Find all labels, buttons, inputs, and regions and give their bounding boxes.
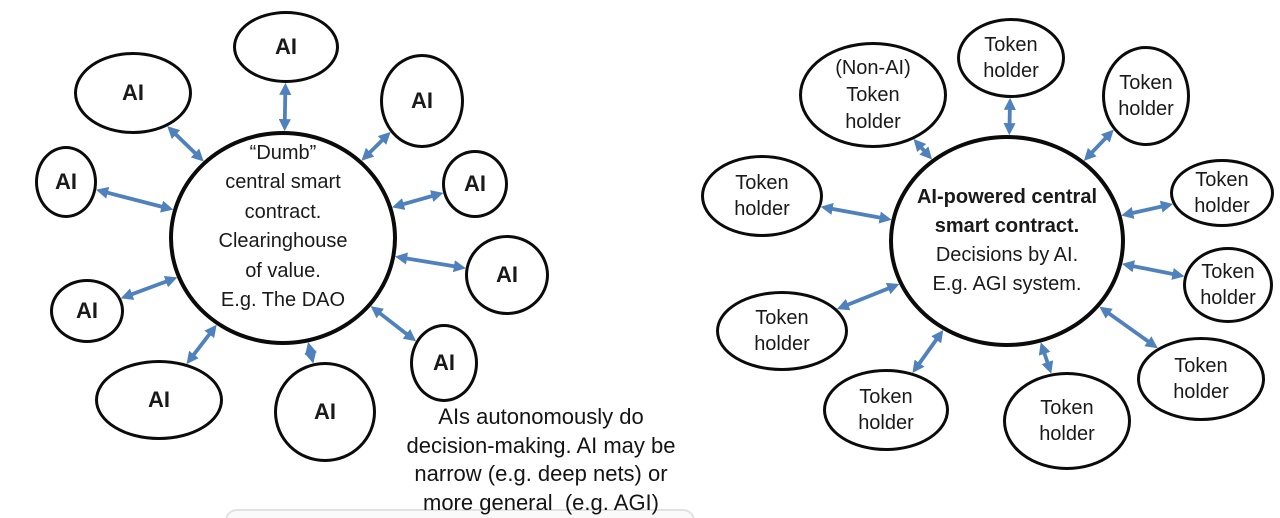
node-label-line: AI <box>464 171 486 196</box>
ai-node: AI <box>233 11 339 83</box>
double-arrow-connector <box>1038 342 1054 374</box>
node-label-line: Decisions by AI. <box>935 244 1079 266</box>
central-contract-node: “Dumb” central smart contract. Clearinghous… <box>169 131 397 345</box>
double-arrow-connector <box>1121 200 1174 219</box>
node-label-line: Token <box>1119 72 1173 94</box>
double-arrow-connector <box>370 306 417 342</box>
node-label-line: AI <box>496 262 518 287</box>
node-label-line: Token <box>755 307 809 329</box>
node-label-line: Token <box>1040 397 1094 419</box>
node-label-line: holder <box>1200 287 1256 309</box>
double-arrow-connector <box>395 252 466 273</box>
node-label-line: holder <box>983 60 1039 82</box>
node-label-line: E.g. AGI system. <box>932 273 1082 295</box>
double-arrow-connector <box>186 324 217 365</box>
central-contract-node: AI-powered central smart contract. Decisio… <box>889 135 1125 347</box>
node-label-line: holder <box>1118 98 1174 120</box>
token-holder-node: Token holder <box>1183 247 1273 323</box>
token-holder-node: Token holder <box>1102 46 1190 146</box>
node-label-line: Clearinghouse <box>218 230 348 252</box>
ai-node: AI <box>35 146 97 218</box>
node-label-line: AI <box>148 387 170 412</box>
caption-line: more general (e.g. AGI) <box>423 489 659 515</box>
non-ai-token-holder-node: (Non-AI) Token holder <box>799 42 947 148</box>
node-label-line: Token <box>735 172 789 194</box>
node-label-line: holder <box>754 333 810 355</box>
node-label-line: holder <box>1039 423 1095 445</box>
double-arrow-connector <box>120 275 178 300</box>
node-label-line: Token <box>859 386 913 408</box>
double-arrow-connector <box>836 282 900 311</box>
ai-node: AI <box>274 362 376 462</box>
ai-node: AI <box>410 324 478 402</box>
node-label-line: AI <box>314 399 336 424</box>
node-label-line: AI-powered central <box>916 186 1098 208</box>
double-arrow-connector <box>820 202 892 224</box>
double-arrow-connector <box>278 82 292 132</box>
node-label-line: AI <box>55 169 77 194</box>
double-arrow-connector <box>304 342 317 364</box>
token-holder-node: Token holder <box>1170 159 1274 227</box>
double-arrow-connector <box>1083 129 1114 161</box>
ai-node: AI <box>95 360 223 440</box>
token-holder-node: Token holder <box>1003 372 1131 470</box>
ai-node: AI <box>442 150 508 218</box>
node-label-line: (Non-AI) <box>835 56 911 79</box>
node-label-line: holder <box>734 198 790 220</box>
node-label-line: holder <box>1173 381 1229 403</box>
caption-line: decision-making. AI may be <box>406 432 676 458</box>
caption-line: narrow (e.g. deep nets) or <box>414 461 668 486</box>
double-arrow-connector <box>1121 260 1185 280</box>
double-arrow-connector <box>912 329 944 374</box>
node-label-line: AI <box>411 88 433 113</box>
caption-line: AIs autonomously do <box>438 404 644 429</box>
node-label-line: Token <box>984 34 1038 56</box>
caption: AIs autonomously do decision-making. AI m… <box>396 403 686 517</box>
double-arrow-connector <box>167 126 204 162</box>
double-arrow-connector <box>95 186 174 213</box>
token-holder-node: Token holder <box>823 369 949 451</box>
node-label-line: AI <box>76 298 98 323</box>
ai-node: AI <box>50 279 124 343</box>
ai-node: AI <box>380 54 464 148</box>
node-label-line: contract. <box>244 200 322 223</box>
token-holder-node: Token holder <box>957 18 1065 98</box>
ai-node: AI <box>465 235 549 315</box>
node-label-line: AI <box>433 350 455 375</box>
node-label-line: AI <box>122 80 144 105</box>
double-arrow-connector <box>913 139 933 160</box>
node-label-line: Token <box>846 83 900 106</box>
double-arrow-connector <box>1099 306 1158 349</box>
node-label-line: holder <box>858 412 914 434</box>
node-label-line: holder <box>845 110 901 133</box>
node-label-line: central smart <box>225 171 341 193</box>
node-label-line: smart contract. <box>934 215 1080 237</box>
token-holder-node: Token holder <box>716 291 848 371</box>
double-arrow-connector <box>361 131 391 161</box>
node-label-line: Token <box>1201 261 1255 283</box>
node-label-line: “Dumb” <box>249 141 317 164</box>
node-label-line: holder <box>1194 195 1250 217</box>
ai-node: AI <box>74 52 192 134</box>
node-label-line: Token <box>1195 169 1249 191</box>
node-label-line: of value. <box>245 259 321 282</box>
token-holder-node: Token holder <box>1137 337 1265 421</box>
node-label-line: E.g. The DAO <box>220 289 346 311</box>
double-arrow-connector <box>1003 97 1016 136</box>
node-label-line: AI <box>275 34 297 59</box>
node-label-line: Token <box>1174 355 1228 377</box>
token-holder-node: Token holder <box>701 155 823 237</box>
double-arrow-connector <box>392 190 444 210</box>
